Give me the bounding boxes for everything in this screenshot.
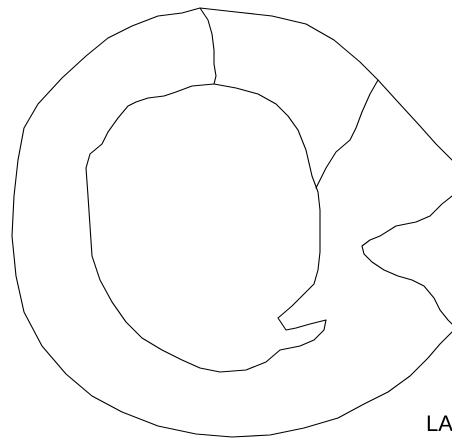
segment-divider-top bbox=[200, 8, 216, 84]
segment-divider-upper-right bbox=[316, 80, 378, 188]
right-structure-contour bbox=[362, 196, 452, 324]
outer-contour bbox=[12, 8, 452, 437]
corner-label: LA bbox=[426, 411, 452, 436]
inner-contour bbox=[86, 84, 326, 372]
outer-contour-top-right bbox=[200, 8, 452, 160]
